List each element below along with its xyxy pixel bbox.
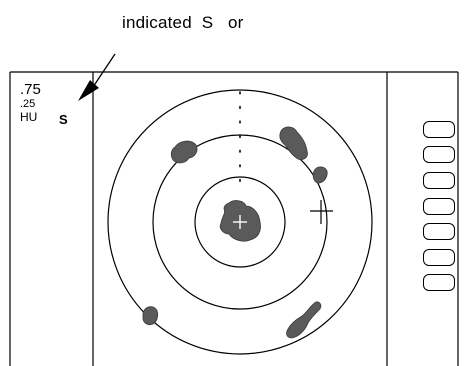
pointer-arrow bbox=[78, 54, 115, 101]
soft-key-5[interactable] bbox=[423, 223, 455, 240]
presentation-mode-readout: HU bbox=[20, 111, 37, 123]
soft-key-3[interactable] bbox=[423, 172, 455, 189]
soft-key-6[interactable] bbox=[423, 249, 455, 266]
soft-key-2[interactable] bbox=[423, 146, 455, 163]
cursor-crosshair bbox=[310, 200, 333, 224]
soft-key-7[interactable] bbox=[423, 274, 455, 291]
soft-key-1[interactable] bbox=[423, 121, 455, 138]
echo-target-upper-left bbox=[171, 141, 197, 163]
range-scale-readout: .75 bbox=[20, 82, 41, 97]
echo-target-lower-right bbox=[287, 302, 321, 338]
selection-indicator: S bbox=[59, 112, 68, 127]
echo-target-lower-left bbox=[143, 307, 158, 325]
echo-target-upper-right bbox=[280, 127, 308, 160]
ring-interval-readout: .25 bbox=[20, 99, 35, 110]
soft-key-4[interactable] bbox=[423, 198, 455, 215]
echo-target-right bbox=[313, 167, 327, 183]
